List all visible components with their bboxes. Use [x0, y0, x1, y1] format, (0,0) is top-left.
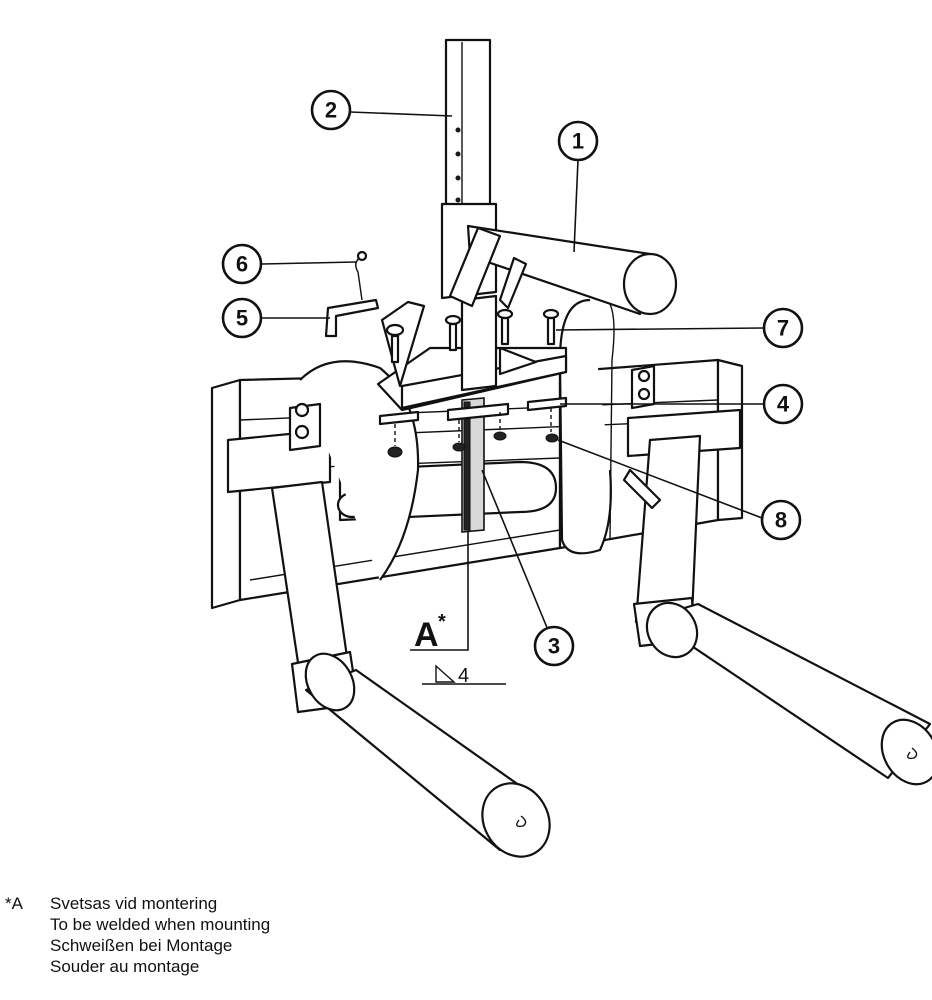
left-roller	[304, 652, 551, 858]
leader-1	[573, 159, 579, 253]
leader-2	[349, 111, 453, 117]
weld-mark: A	[414, 616, 439, 654]
callout-2: 2	[310, 89, 352, 131]
weld-size: 4	[458, 665, 469, 687]
callout-5: 5	[221, 297, 263, 339]
leader-6	[261, 261, 357, 265]
svg-text:1: 1	[572, 129, 584, 154]
legend-line-french: Souder au montage	[50, 957, 200, 976]
weld-symbol: A * 4	[410, 532, 506, 687]
svg-text:2: 2	[325, 98, 337, 123]
center-post	[461, 397, 485, 533]
svg-text:6: 6	[236, 252, 248, 277]
svg-text:5: 5	[236, 306, 248, 331]
bolts	[385, 308, 560, 446]
callout-7: 7	[762, 307, 804, 349]
svg-text:4: 4	[777, 392, 790, 417]
nuts	[387, 431, 559, 458]
legend-key: *A	[5, 894, 23, 913]
callout-1: 1	[557, 120, 599, 162]
leader-7	[555, 327, 765, 331]
svg-text:8: 8	[775, 508, 787, 533]
top-bar	[448, 224, 678, 316]
bale-handler-exploded-diagram: 1 2 3 4 5 6 7 8 A * 4	[210, 38, 932, 858]
leader-8	[557, 439, 763, 519]
svg-text:7: 7	[777, 316, 789, 341]
callout-8: 8	[760, 499, 802, 541]
leader-3	[481, 469, 549, 631]
callout-4: 4	[762, 383, 804, 425]
lynch-clip	[355, 250, 368, 301]
weld-mark-asterisk: *	[438, 611, 446, 633]
weld-legend: *A Svetsas vid montering To be welded wh…	[5, 893, 270, 977]
svg-text:3: 3	[548, 634, 560, 659]
locking-pin	[324, 298, 380, 338]
callout-3: 3	[533, 625, 575, 667]
legend-line-english: To be welded when mounting	[50, 915, 271, 934]
right-roller	[645, 601, 932, 786]
legend-line-german: Schweißen bei Montage	[50, 936, 233, 955]
callout-6: 6	[221, 243, 263, 285]
legend-line-swedish: Svetsas vid montering	[50, 894, 218, 913]
